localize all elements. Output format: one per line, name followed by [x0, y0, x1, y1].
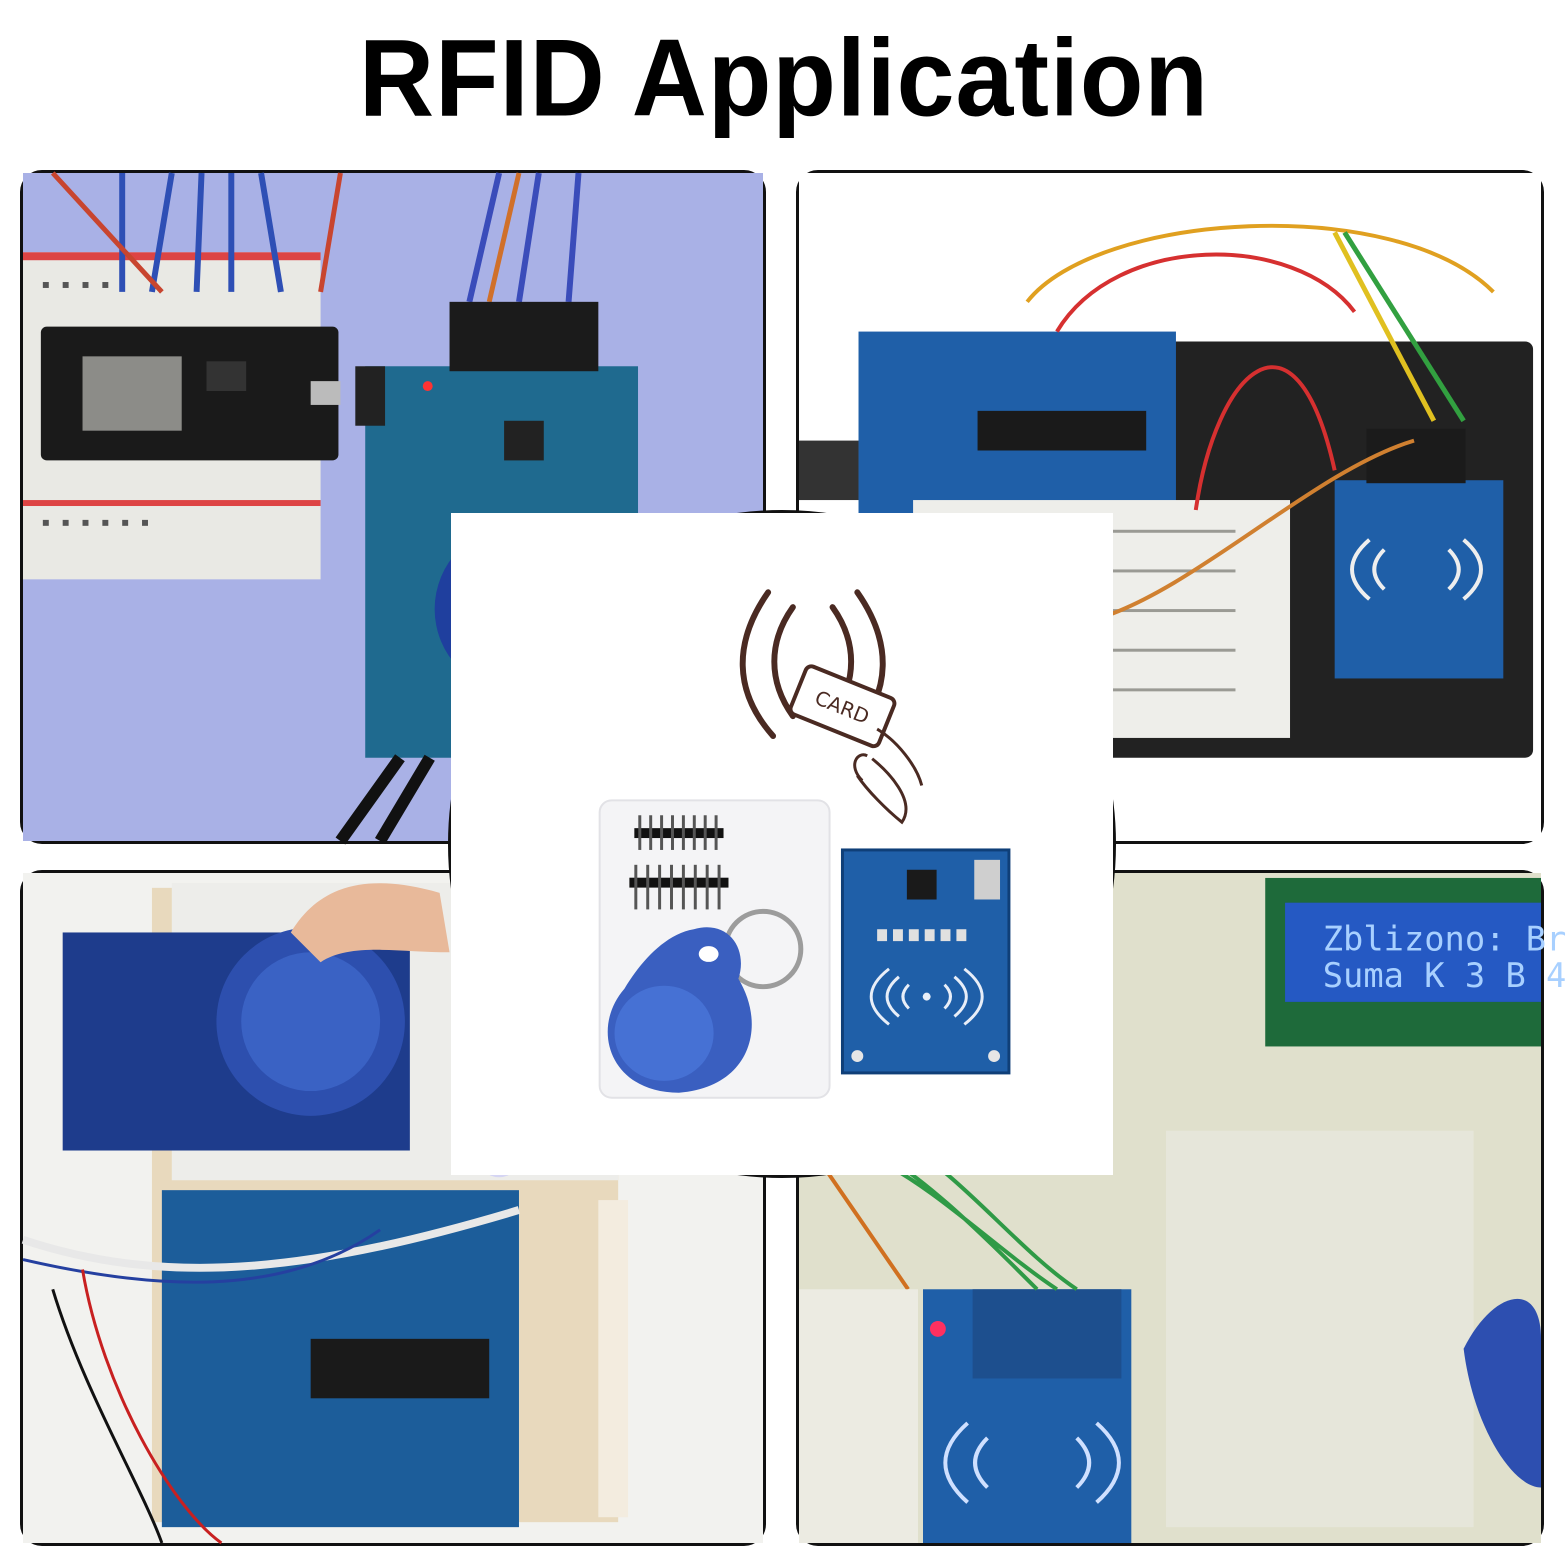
rc522-reader-board [840, 848, 1011, 1075]
pin-header-angled [629, 864, 729, 910]
rfid-key-fob [607, 927, 752, 1093]
page-title: RFID Application [359, 18, 1209, 140]
card-in-hand-icon: CARD [788, 664, 924, 825]
lcd-line-2: Suma K 3 B 4 [1323, 956, 1567, 995]
product-kit-circle: CARD [448, 510, 1116, 1178]
pin-header-straight [634, 815, 724, 850]
lcd-line-1: Zblizono: Br [1323, 919, 1567, 958]
photo-lcd-rfid: Zblizono: Br Suma K 3 B 4 [796, 870, 1566, 1546]
